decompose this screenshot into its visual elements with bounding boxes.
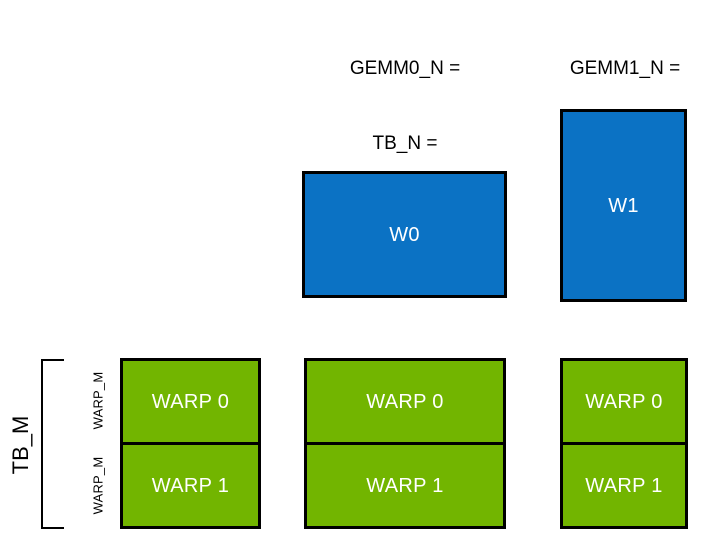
green-cell-warp1-label: WARP 1 [151,474,230,497]
green-cell-warp0-label: WARP 0 [151,390,230,413]
axis-label-tb-m: TB_M [8,415,33,475]
caption-line-1: GEMM1_N = [569,58,681,79]
blue-block-w0[interactable]: W0 [302,171,507,298]
blue-block-w0-label: W0 [389,223,420,246]
blue-block-w1-label: W1 [608,194,639,217]
green-cell-warp1-label: WARP 1 [366,474,444,497]
tb-m-bracket [41,359,64,529]
green-cell-warp1-label: WARP 1 [585,474,663,497]
green-cell-warp0[interactable]: WARP 0 [123,361,258,442]
green-cell-warp1[interactable]: WARP 1 [307,442,503,526]
green-cell-warp1[interactable]: WARP 1 [563,442,685,526]
caption-line-2: TB_N = [372,133,438,154]
green-cell-warp1[interactable]: WARP 1 [123,442,258,526]
axis-label-warp-m-bottom: WARP_M [90,456,106,515]
green-column-left[interactable]: WARP 0 WARP 1 [120,358,261,529]
green-cell-warp0[interactable]: WARP 0 [563,361,685,442]
green-column-right[interactable]: WARP 0 WARP 1 [560,358,688,529]
green-cell-warp0[interactable]: WARP 0 [307,361,503,442]
caption-line-1: GEMM0_N = [349,58,461,79]
green-cell-warp0-label: WARP 0 [366,390,444,413]
blue-block-w1[interactable]: W1 [560,109,687,302]
green-column-middle[interactable]: WARP 0 WARP 1 [304,358,506,529]
green-cell-warp0-label: WARP 0 [585,390,663,413]
axis-label-warp-m-top: WARP_M [90,371,106,430]
